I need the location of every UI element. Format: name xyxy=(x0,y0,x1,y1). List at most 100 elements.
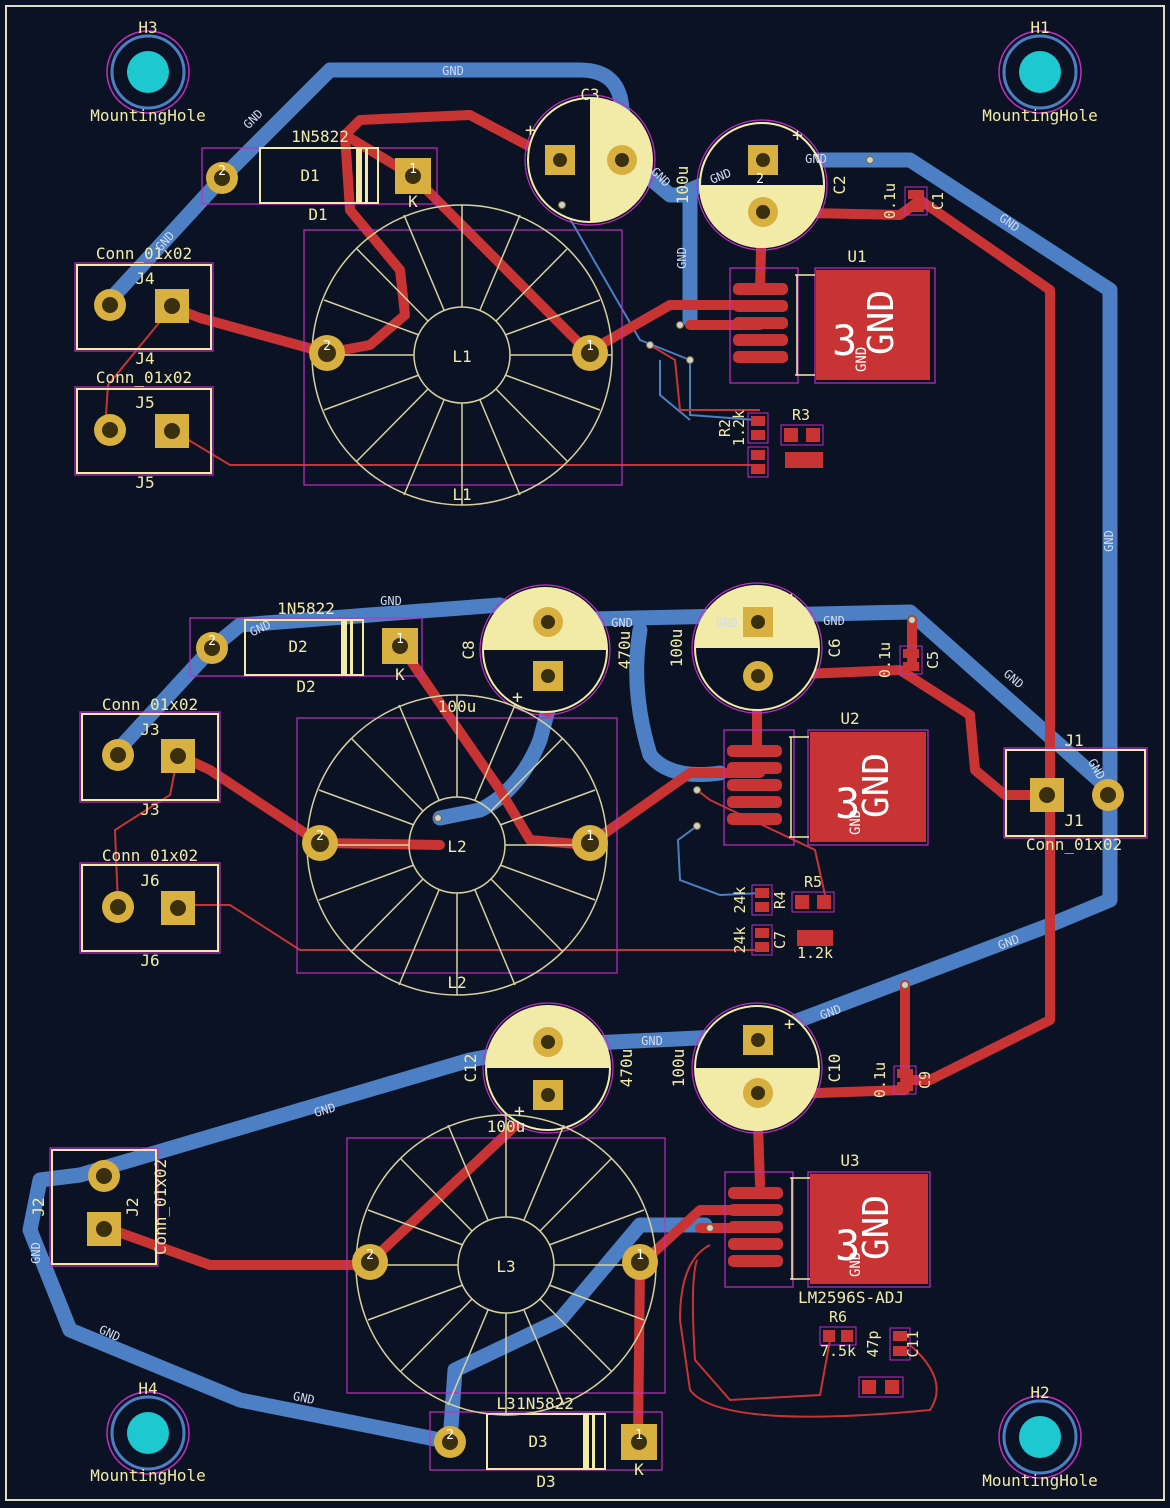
r4-value: 24k xyxy=(731,926,749,953)
u3-gnd: GND xyxy=(856,1195,897,1260)
u1-gnd-small: GND xyxy=(854,347,870,372)
courtyard-u1-tab xyxy=(814,267,936,384)
l2-pin1: 1 xyxy=(586,829,594,844)
mounting-hole-h3 xyxy=(106,30,190,114)
j5-body-ref: J5 xyxy=(135,393,154,412)
c2-pin2: 2 xyxy=(756,172,764,187)
pad-l3-1 xyxy=(622,1244,658,1280)
tht-pads xyxy=(87,145,1124,1460)
r5-ref: R6 xyxy=(829,1308,847,1326)
pad-c2 xyxy=(748,145,778,227)
sig-j5-r1 xyxy=(171,429,760,466)
c10-body xyxy=(694,1005,820,1131)
pad-l1-2 xyxy=(309,335,345,371)
diode-labels: 1N5822 D1 D1 K 1N5822 D2 D2 K 1N5822 D3 … xyxy=(277,127,644,1491)
c9-ref: C9 xyxy=(916,1071,934,1089)
sig-j3-j6 xyxy=(113,754,179,906)
pad-j4 xyxy=(94,289,189,323)
d3-value: 1N5822 xyxy=(516,1394,574,1413)
courtyard-c10 xyxy=(691,1002,823,1134)
gnd-label-14: GND xyxy=(823,614,845,628)
cap-labels: C3 C2 100u C8 470u C6 100u C12 470u C10 … xyxy=(459,85,849,1087)
svg-text:+: + xyxy=(525,120,536,141)
j5-value: Conn_01x02 xyxy=(96,368,192,387)
smd-r4 xyxy=(751,924,773,956)
l3-body-ref: L3 xyxy=(496,1257,515,1276)
pad-d1-1 xyxy=(395,158,431,194)
courtyard-j4 xyxy=(74,262,214,352)
u2-gnd: GND xyxy=(856,753,897,818)
pad-c10 xyxy=(743,1025,773,1108)
smd-r6 xyxy=(889,1327,911,1361)
courtyard-c6 xyxy=(691,582,823,714)
c3-ref: C3 xyxy=(580,85,599,104)
d3-band xyxy=(583,1414,589,1469)
trace-k-l1 xyxy=(408,171,593,357)
u2-ref: U2 xyxy=(840,709,859,728)
c12-body xyxy=(485,1005,611,1131)
d3-pin2: 2 xyxy=(446,1428,454,1443)
gnd-label-13: GND xyxy=(716,616,738,630)
l3-value: 100u xyxy=(487,1117,526,1136)
j6-ref: J6 xyxy=(140,951,159,970)
d2-pin1: 1 xyxy=(396,632,404,647)
courtyard-j5 xyxy=(74,386,214,476)
smd-labels: C1 0.1u C5 0.1u C9 0.1u R2 1.2k R3 R4 24… xyxy=(716,183,947,1360)
pad-d2-1 xyxy=(382,628,418,664)
j1-ref: J1 xyxy=(1064,731,1083,750)
c10-value: 100u xyxy=(669,1049,688,1088)
courtyard-l1 xyxy=(303,229,623,486)
j3-value: Conn_01x02 xyxy=(102,695,198,714)
gnd-label-12: GND xyxy=(611,616,633,630)
c1-ref: C1 xyxy=(929,192,947,210)
d2-body-ref: D2 xyxy=(288,637,307,656)
silk-d1-body xyxy=(259,147,379,204)
r2-ref: R2 xyxy=(716,419,734,437)
regulator-u2 xyxy=(727,732,926,842)
u2-big-3: 3 xyxy=(835,779,860,828)
d3-body-ref: D3 xyxy=(528,1432,547,1451)
l1-pin1: 1 xyxy=(586,339,594,354)
d2-band xyxy=(341,620,347,675)
u3-gnd-small: GND xyxy=(848,1252,864,1277)
j6-value: Conn_01x02 xyxy=(102,846,198,865)
c12-ref: C12 xyxy=(461,1054,480,1083)
c5-value: 0.1u xyxy=(876,642,894,678)
connector-labels: Conn_01x02 J4 J4 Conn_01x02 J5 J5 Conn_0… xyxy=(29,244,1122,1255)
d1-pin1: 1 xyxy=(409,162,417,177)
silk-j1 xyxy=(1005,749,1146,837)
u2-gnd-small: GND xyxy=(848,810,864,835)
smd-r1 xyxy=(747,446,769,478)
pin-numbers: 2 1 2 1 2 1 2 1 2 1 2 1 2 xyxy=(208,162,764,1443)
gnd-label-17: GND xyxy=(818,1002,843,1023)
j3-body-ref: J3 xyxy=(140,720,159,739)
courtyard-c8 xyxy=(479,584,611,716)
regulator-u3 xyxy=(728,1174,928,1284)
l1-pin2: 2 xyxy=(323,339,331,354)
l2-value: 100u xyxy=(438,697,477,716)
back-signal-3 xyxy=(676,825,763,897)
r6-ref: C11 xyxy=(904,1330,922,1357)
c5-ref: C5 xyxy=(924,651,942,669)
svg-text:+: + xyxy=(784,1014,795,1035)
j1-body-ref: J1 xyxy=(1064,811,1083,830)
gnd-label-7: GND xyxy=(805,152,827,166)
d3-ref: D3 xyxy=(536,1472,555,1491)
courtyard-u2-pins xyxy=(723,729,795,846)
h1-value: MountingHole xyxy=(982,106,1098,125)
cap-bodies xyxy=(482,97,825,1131)
smd-c11 xyxy=(858,1376,904,1398)
l3-pin1: 1 xyxy=(636,1248,644,1263)
pad-c8 xyxy=(533,607,563,691)
u3-big-3: 3 xyxy=(835,1221,860,1270)
j5-ref: J5 xyxy=(135,473,154,492)
l1-body-ref: L1 xyxy=(452,347,471,366)
l2-ref: L2 xyxy=(447,973,466,992)
h1-ref: H1 xyxy=(1030,18,1049,37)
sig-u3-loop xyxy=(678,1244,938,1418)
gnd-label-20: GND xyxy=(29,1242,43,1264)
board-outline xyxy=(5,5,1165,1501)
c4-ref: R3 xyxy=(792,406,810,424)
l1-toroid xyxy=(311,204,613,506)
svg-text:+: + xyxy=(786,588,797,609)
